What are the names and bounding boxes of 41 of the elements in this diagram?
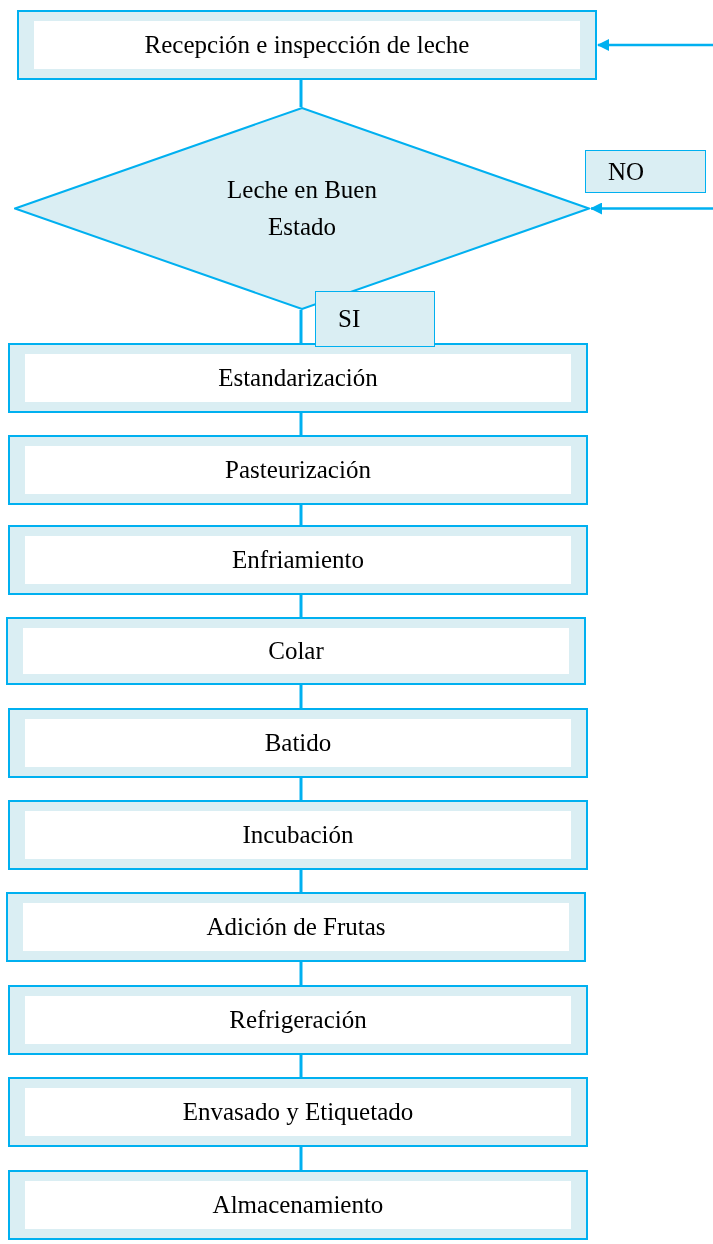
connector-line — [299, 80, 303, 107]
tag-label: NO — [608, 157, 645, 186]
step-label: Colar — [23, 628, 569, 674]
step-label: Incubación — [25, 811, 571, 859]
connector-line — [299, 778, 303, 800]
connector-line — [299, 870, 303, 892]
process-box — [8, 1170, 588, 1240]
process-box — [8, 525, 588, 595]
connector-line — [299, 685, 303, 708]
process-box — [8, 343, 588, 413]
connector-line — [299, 1147, 303, 1170]
step-label: Recepción e inspección de leche — [34, 21, 580, 69]
process-box — [8, 708, 588, 778]
arrow — [590, 202, 713, 215]
process-box — [8, 435, 588, 505]
process-box — [6, 892, 586, 962]
step-label: Refrigeración — [25, 996, 571, 1044]
tag-label: SI — [338, 305, 361, 333]
connector-line — [299, 310, 303, 343]
decision-label: Leche en Buen Estado — [226, 175, 378, 242]
process-box — [8, 1077, 588, 1147]
connector-line — [299, 413, 303, 435]
process-box — [17, 10, 597, 80]
process-box — [8, 800, 588, 870]
step-label: Envasado y Etiquetado — [25, 1088, 571, 1136]
arrow — [597, 39, 713, 51]
step-label: Adición de Frutas — [23, 903, 569, 951]
step-label: Estandarización — [25, 354, 571, 402]
step-label: Enfriamiento — [25, 536, 571, 584]
process-box — [8, 985, 588, 1055]
connector-line — [299, 505, 303, 525]
step-label: Batido — [25, 719, 571, 767]
connector-line — [299, 595, 303, 617]
decision-diamond — [14, 107, 590, 310]
answer-tag — [315, 291, 435, 347]
step-label: Pasteurización — [25, 446, 571, 494]
connector-line — [299, 1055, 303, 1077]
step-label: Almacenamiento — [25, 1181, 571, 1229]
connector-line — [299, 962, 303, 985]
answer-tag — [585, 150, 706, 193]
process-box — [6, 617, 586, 685]
